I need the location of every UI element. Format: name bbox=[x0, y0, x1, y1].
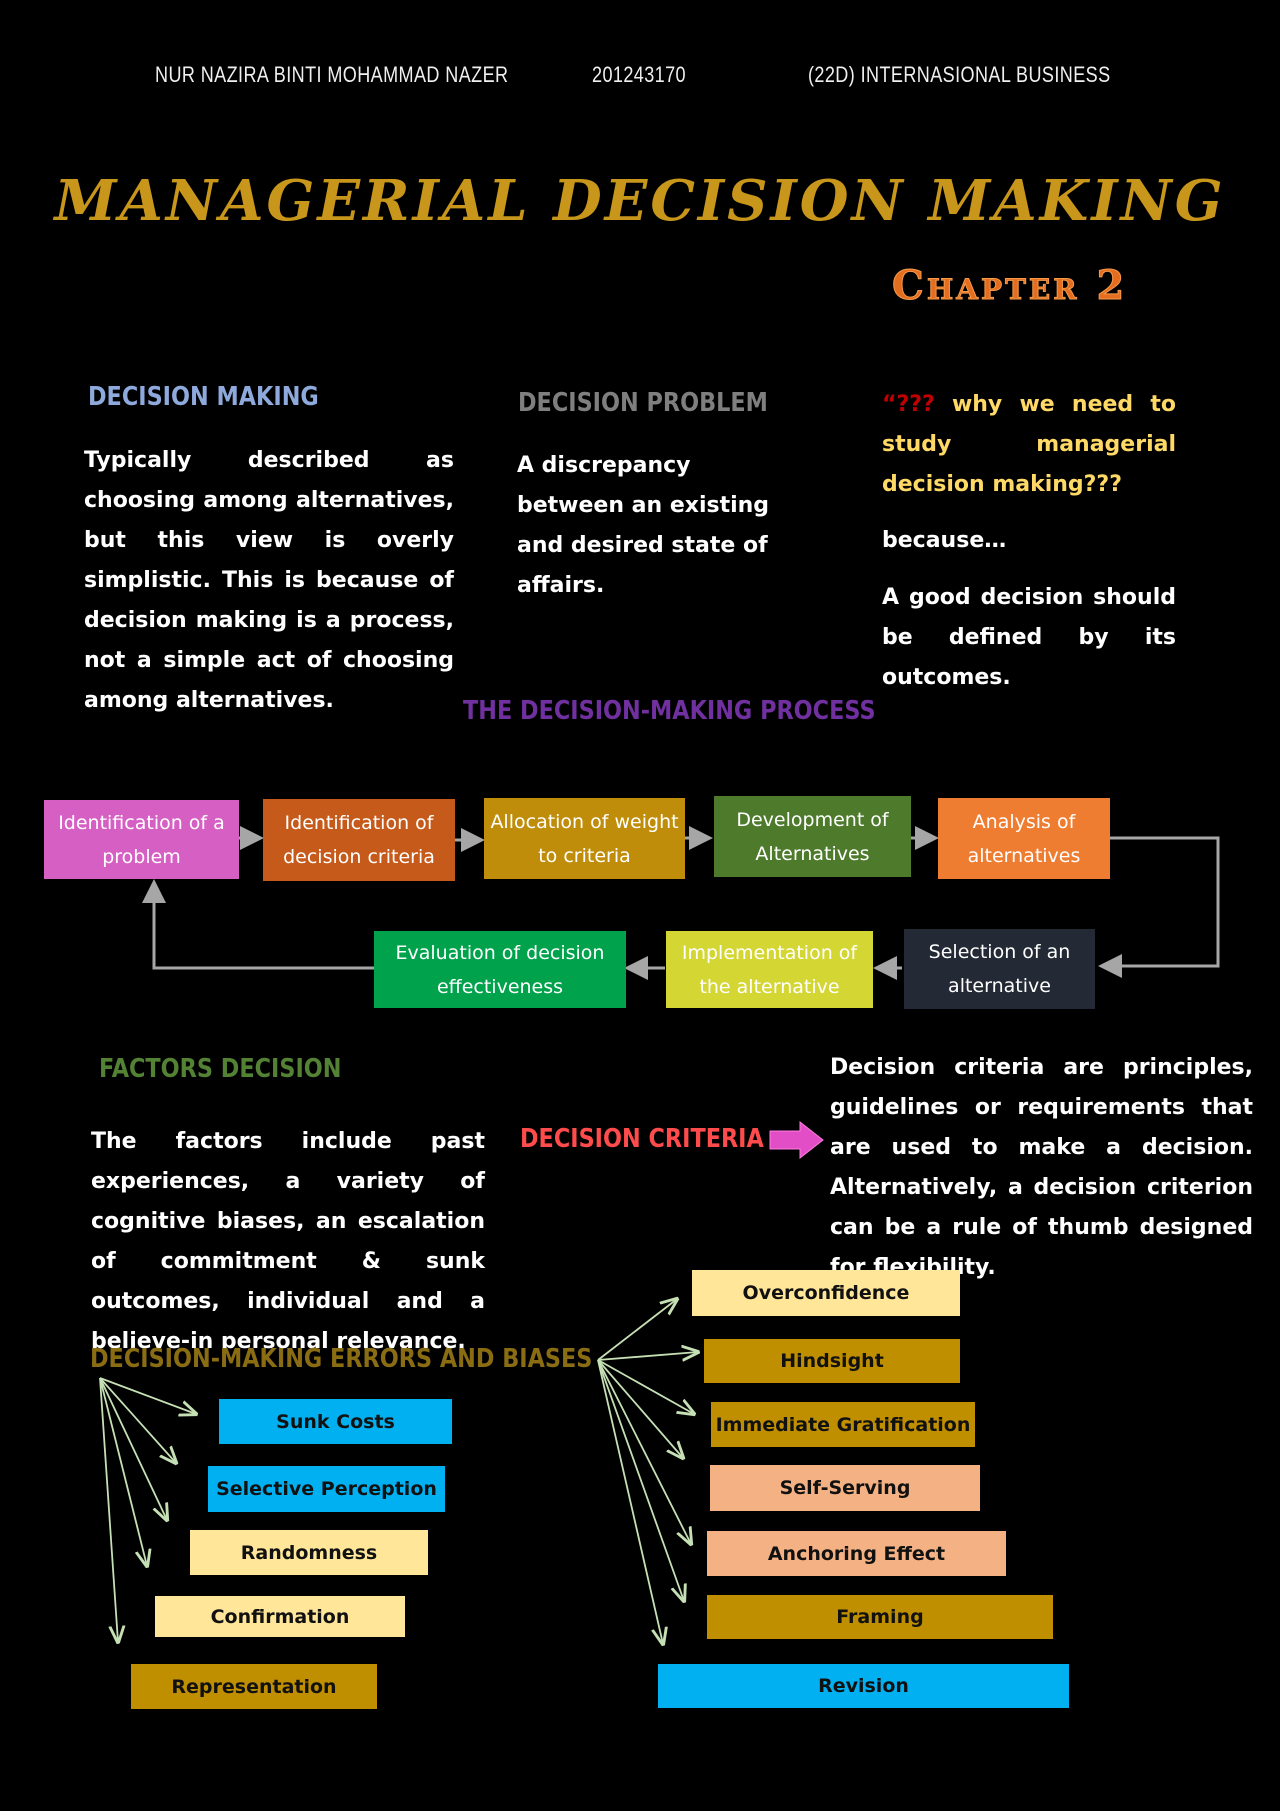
bias-framing: Framing bbox=[707, 1595, 1053, 1639]
criteria-body: Decision criteria are principles, guidel… bbox=[830, 1055, 1253, 1280]
bias-anchoring-effect: Anchoring Effect bbox=[707, 1531, 1006, 1576]
student-name: NUR NAZIRA BINTI MOHAMMAD NAZER bbox=[155, 62, 509, 87]
bias-self-serving: Self-Serving bbox=[710, 1465, 980, 1511]
bias-hindsight: Hindsight bbox=[704, 1339, 960, 1383]
bias-immediate-gratification: Immediate Gratification bbox=[711, 1402, 975, 1447]
bias-revision: Revision bbox=[658, 1664, 1069, 1708]
process-heading: THE DECISION-MAKING PROCESS bbox=[463, 696, 876, 726]
process-step-7: Implementation of the alternative bbox=[666, 931, 873, 1008]
process-step-6: Selection of an alternative bbox=[904, 929, 1095, 1009]
bias-sunk-costs: Sunk Costs bbox=[219, 1399, 452, 1444]
why-answer: A good decision should be defined by its… bbox=[882, 585, 1176, 690]
bias-selective-perception: Selective Perception bbox=[208, 1466, 445, 1512]
course-name: (22D) INTERNASIONAL BUSINESS bbox=[808, 62, 1111, 87]
process-step-2: Identification of decision criteria bbox=[263, 799, 455, 881]
process-step-5: Analysis of alternatives bbox=[938, 798, 1110, 879]
errors-heading: DECISION-MAKING ERRORS AND BIASES bbox=[90, 1344, 593, 1374]
process-step-1: Identification of a problem bbox=[44, 800, 239, 879]
process-step-4: Development of Alternatives bbox=[714, 796, 911, 877]
why-because: because… bbox=[882, 528, 1007, 553]
why-question-text: why we need to study managerial decision… bbox=[882, 392, 1176, 497]
criteria-heading: DECISION CRITERIA bbox=[520, 1124, 764, 1154]
process-step-8: Evaluation of decision effectiveness bbox=[374, 931, 626, 1008]
decision-making-heading: DECISION MAKING bbox=[88, 382, 319, 412]
bias-randomness: Randomness bbox=[190, 1530, 428, 1575]
process-step-label: Evaluation of decision effectiveness bbox=[395, 941, 605, 998]
page-title: MANAGERIAL DECISION MAKING bbox=[54, 168, 1226, 234]
factors-body: The factors include past experiences, a … bbox=[91, 1129, 485, 1354]
chapter-label: Chapter 2 bbox=[891, 262, 1128, 310]
decision-making-body: Typically described as choosing among al… bbox=[84, 448, 454, 713]
factors-heading: FACTORS DECISION bbox=[99, 1054, 342, 1084]
why-question: “??? why we need to study managerial dec… bbox=[882, 385, 1176, 505]
process-step-label: Selection of an alternative bbox=[928, 941, 1071, 997]
why-question-marks: “??? bbox=[882, 392, 935, 417]
process-step-3: Allocation of weight to criteria bbox=[484, 798, 685, 879]
process-step-label: Implementation of the alternative bbox=[681, 941, 858, 998]
bias-overconfidence: Overconfidence bbox=[692, 1270, 960, 1316]
bias-confirmation: Confirmation bbox=[155, 1596, 405, 1637]
decision-problem-body: A discrepancy between an existing and de… bbox=[517, 453, 770, 598]
bias-representation: Representation bbox=[131, 1664, 377, 1709]
process-step-label: Identification of decision criteria bbox=[283, 812, 435, 868]
process-step-label: Analysis of alternatives bbox=[967, 810, 1081, 867]
process-step-label: Identification of a problem bbox=[58, 811, 225, 868]
process-step-label: Allocation of weight to criteria bbox=[490, 810, 679, 867]
process-step-label: Development of Alternatives bbox=[736, 808, 889, 865]
student-id: 201243170 bbox=[592, 62, 686, 87]
decision-problem-heading: DECISION PROBLEM bbox=[518, 388, 768, 418]
